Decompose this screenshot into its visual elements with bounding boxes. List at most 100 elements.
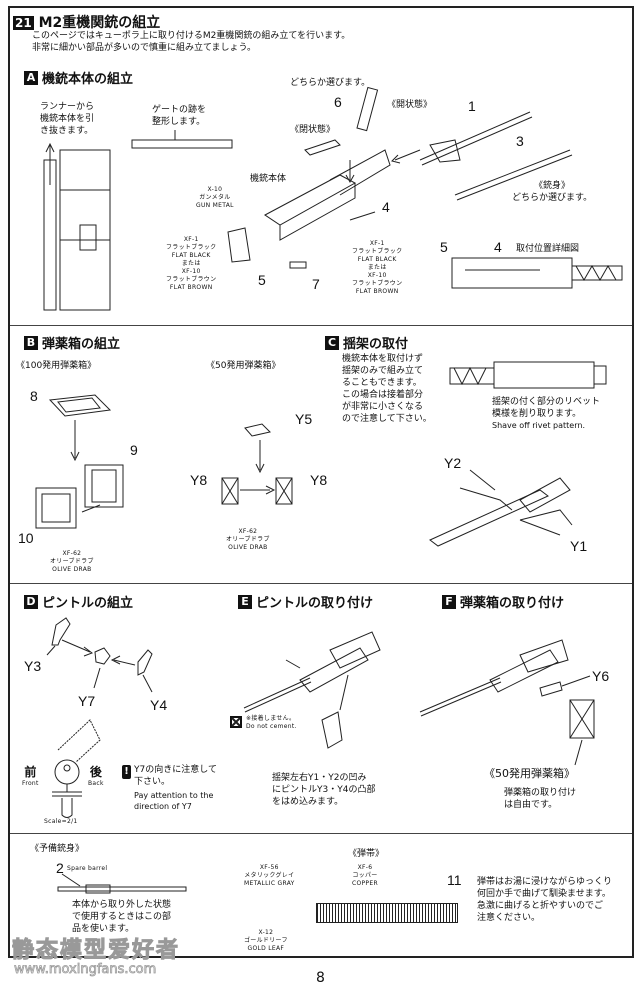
spare-title: 《予備銃身》 (30, 844, 85, 854)
paint-name-jp: ガンメタル (199, 194, 231, 201)
paint-name-en: METALLIC GRAY (244, 880, 295, 887)
part-y5: Y5 (295, 411, 313, 427)
note-line: をはめ込みます。 (272, 797, 344, 807)
paint-name-en: GOLD LEAF (247, 945, 285, 952)
note-line: ランナーから (40, 102, 95, 112)
note-line: 整形します。 (152, 117, 206, 127)
note-line: 揺架左右Y1・Y2の凹み (272, 773, 367, 783)
section-c-drawing (429, 361, 607, 547)
box50-label: 《50発用弾薬箱》 (206, 361, 281, 371)
section-f-drawing (419, 639, 595, 766)
paint-code: XF-1 (369, 240, 385, 247)
step-title-text: M2重機関銃の組立 (38, 15, 161, 31)
note-line: 揺架の付く部分のリベット (492, 397, 601, 407)
no-cement-note: ※接着しません。 Do not cement. (246, 715, 297, 731)
section-title: 弾薬箱の組立 (42, 337, 121, 352)
paint-copper: XF-6 コッパー COPPER (352, 864, 378, 888)
note-line: 機銃本体を引 (40, 114, 95, 124)
paint-code: XF-10 (181, 268, 201, 275)
open-state-label: 《開状態》 (387, 100, 433, 110)
section-letter: D (24, 594, 38, 609)
part-7: 7 (312, 276, 320, 292)
scale-label: Scale=2/1 (44, 818, 78, 825)
section-title: 揺架の取付 (343, 337, 409, 352)
note-line: 品を使います。 (72, 924, 135, 934)
section-e-drawing (243, 631, 381, 749)
detail-label: 取付位置詳細図 (516, 244, 580, 254)
paint-name-jp: フラットブラウン (352, 280, 403, 287)
paint-code: XF-62 (62, 550, 82, 557)
detail-part-5: 5 (440, 239, 448, 255)
paint-metallic-gray: XF-56 メタリックグレイ METALLIC GRAY (244, 864, 295, 888)
paint-name-jp: フラットブラック (352, 248, 403, 255)
note-line-en: Shave off rivet pattern. (492, 421, 585, 430)
paint-name-en: FLAT BROWN (355, 288, 399, 295)
section-a-heading: A 機銃本体の組立 (24, 68, 133, 87)
part-2: 2 (56, 860, 64, 876)
no-cement-jp: ※接着しません。 (246, 715, 296, 722)
gun-body-label: 機銃本体 (250, 174, 287, 184)
note-line: この場合は接着部分 (342, 390, 424, 400)
note-line-en: Pay attention to the (134, 791, 214, 800)
paint-name-jp: オリーブドラブ (226, 536, 270, 543)
paint-name-en: FLAT BLACK (357, 256, 397, 263)
paint-code: XF-6 (357, 864, 373, 871)
section-letter: B (24, 335, 38, 350)
note-line: 模様を削り取ります。 (492, 409, 582, 419)
intro-line: このページではキューポラ上に取り付けるM2重機関銃の組み立てを行います。 (32, 31, 351, 41)
note-line: が非常に小さくなる (342, 402, 424, 412)
part-11: 11 (447, 872, 462, 888)
no-cement-en: Do not cement. (246, 723, 297, 730)
note-line: 急激に曲げると折やすいのでご (477, 901, 604, 911)
divider (10, 833, 632, 834)
paint-or: または (181, 260, 201, 267)
note-line: 弾帯はお湯に浸けながらゆっくり (477, 877, 613, 887)
paint-name-jp: フラットブラック (166, 244, 217, 251)
paint-name-jp: ゴールドリーフ (244, 937, 288, 944)
spare-barrel-drawing (57, 873, 187, 894)
part-y8-right: Y8 (310, 472, 328, 488)
part-9: 9 (130, 442, 138, 458)
caution-icon: ! (122, 765, 131, 779)
part-1: 1 (468, 98, 476, 114)
part-y6: Y6 (592, 668, 610, 684)
section-title: ピントルの組立 (42, 596, 134, 611)
page-number: 8 (316, 970, 325, 986)
paint-code: XF-56 (259, 864, 279, 871)
paint-name-jp: コッパー (352, 872, 378, 879)
divider (10, 583, 632, 584)
note-line: 機銃本体を取付けず (342, 354, 424, 364)
section-b-heading: B 弾薬箱の組立 (24, 333, 120, 352)
section-c-heading: C 揺架の取付 (325, 333, 408, 352)
back-jp: 後 (89, 765, 102, 779)
box50-label: 《50発用弾薬箱》 (484, 767, 575, 780)
paint-code: X-12 (258, 929, 274, 936)
step-title: 21 M2重機関銃の組立 (13, 12, 160, 32)
part-3: 3 (516, 133, 524, 149)
gate-note: ゲートの跡を 整形します。 (152, 104, 206, 128)
belt-title: 《弾帯》 (348, 849, 385, 859)
note-line: ることもできます。 (342, 378, 422, 388)
section-letter: E (238, 594, 252, 609)
watermark-url: www.moxingfans.com (14, 962, 157, 977)
ammo-belt-drawing (316, 903, 458, 923)
front-jp: 前 (24, 765, 37, 779)
part-y7: Y7 (78, 693, 96, 709)
note-line: 何回か手で曲げて馴染ませます。 (477, 889, 611, 899)
page-frame (8, 6, 634, 958)
paint-name-en: GUN METAL (196, 202, 234, 209)
note-line: 揺架のみで組み立て (342, 366, 424, 376)
section-c-note: 機銃本体を取付けず 揺架のみで組み立て ることもできます。 この場合は接着部分 … (342, 353, 432, 425)
note-line: Y7の向きに注意して (134, 765, 217, 775)
part-y1: Y1 (570, 538, 588, 554)
note-line: ゲートの跡を (152, 105, 207, 115)
paint-name-en: OLIVE DRAB (52, 566, 92, 573)
note-line: ので注意して下さい。 (342, 414, 432, 424)
spare-label-en: Spare barrel (67, 865, 108, 872)
paint-code: XF-62 (238, 528, 258, 535)
part-5: 5 (258, 272, 266, 288)
part-6: 6 (334, 94, 342, 110)
section-letter: C (325, 335, 339, 350)
paint-name-jp: オリーブドラブ (50, 558, 94, 565)
paint-right: XF-1 フラットブラック FLAT BLACK または XF-10 フラットブ… (352, 240, 402, 296)
